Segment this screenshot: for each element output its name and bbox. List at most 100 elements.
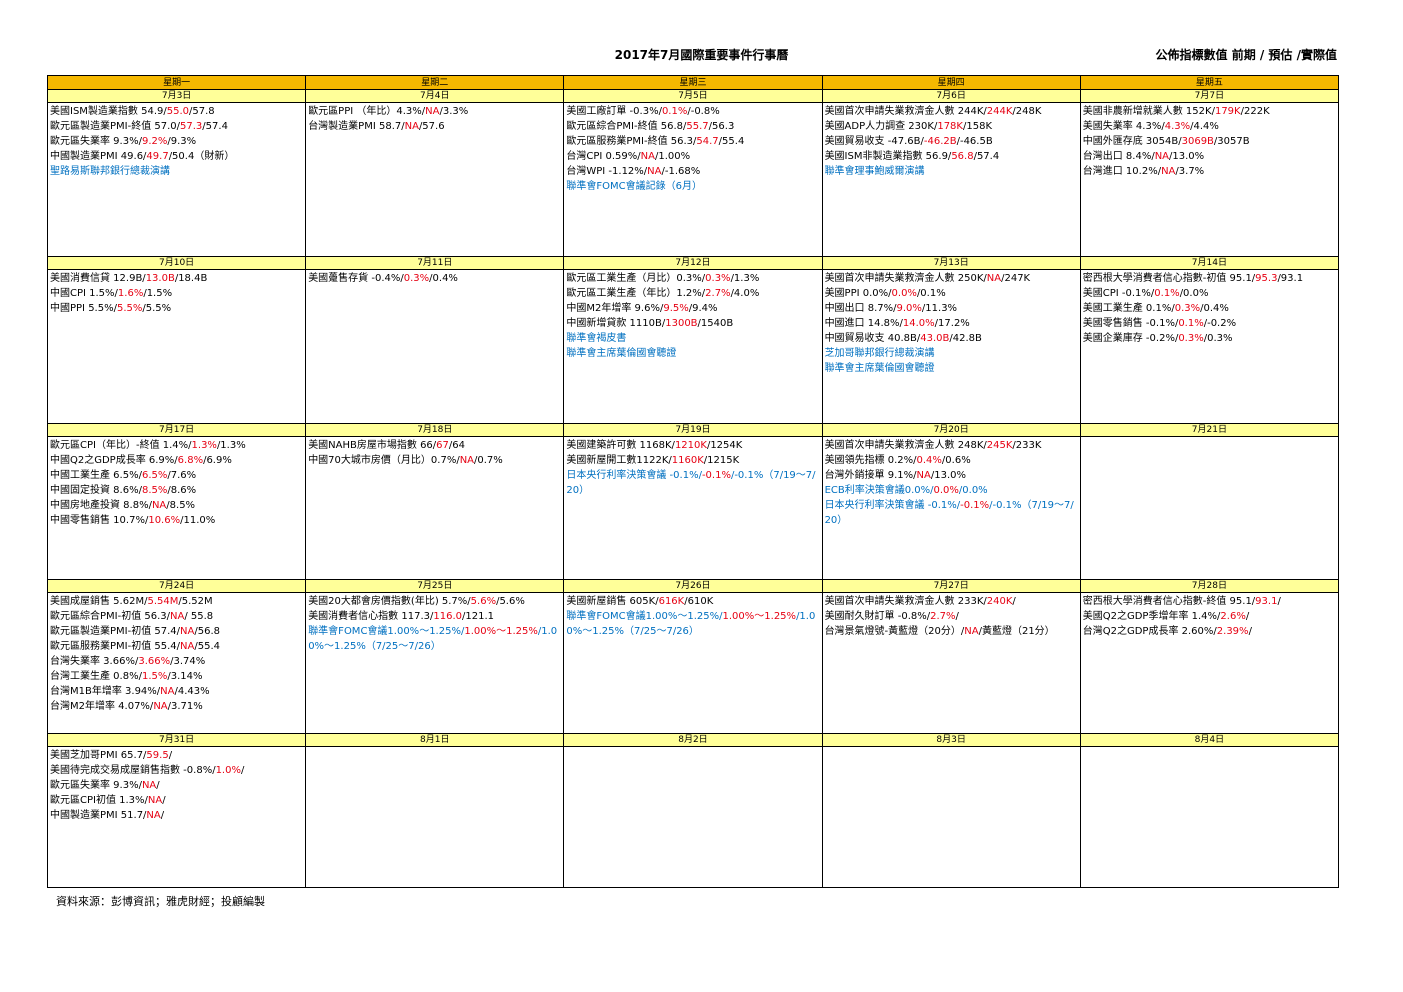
indicator-text: /93.1	[1277, 273, 1304, 284]
indicator-text: 台灣進口 10.2%/	[1082, 166, 1162, 177]
event-line: 美國貿易收支 -47.6B/-46.2B/-46.5B	[825, 134, 1078, 149]
indicator-text: /	[1012, 596, 1016, 607]
forecast-value: 1.0%	[215, 765, 241, 776]
forecast-value: 67	[436, 440, 449, 451]
event-line: 聖路易斯聯邦銀行總裁演講	[50, 164, 303, 179]
event-line: 台灣CPI 0.59%/NA/1.00%	[566, 149, 819, 164]
event-line: 中國進口 14.8%/14.0%/17.2%	[825, 316, 1078, 331]
forecast-value: 616K	[658, 596, 685, 607]
indicator-text: /9.4%	[688, 303, 718, 314]
indicator-text: 美國ISM非製造業指數 56.9/	[824, 151, 952, 162]
indicator-text: /13.0%	[930, 470, 966, 481]
indicator-text: 台灣出口 8.4%/	[1082, 151, 1155, 162]
event-line: 台灣進口 10.2%/NA/3.7%	[1083, 164, 1336, 179]
forecast-value: 4.3%	[1164, 121, 1191, 132]
indicator-text: 美國ISM製造業指數 54.9/	[50, 106, 167, 117]
indicator-text: 中國工業生產 6.5%/	[50, 470, 142, 481]
indicator-text: 美國首次申請失業救濟金人數 233K/	[824, 596, 987, 607]
forecast-value: 245K	[986, 440, 1013, 451]
event-line: 聯準會主席葉倫國會聽證	[825, 361, 1078, 376]
forecast-value: 2.39%	[1216, 626, 1249, 637]
forecast-value: 5.6%	[470, 596, 497, 607]
forecast-value: 57.3	[180, 121, 203, 132]
indicator-text: 美國成屋銷售 5.62M/	[50, 596, 148, 607]
indicator-text: 中國外匯存底 3054B/	[1082, 136, 1182, 147]
event-line: 密西根大學消費者信心指數-初值 95.1/95.3/93.1	[1083, 271, 1336, 286]
forecast-value: 0.3%	[1174, 303, 1201, 314]
indicator-text: 歐元區失業率 9.3%/	[50, 136, 142, 147]
indicator-text: /57.6	[418, 121, 445, 132]
forecast-value: 6.8%	[177, 455, 204, 466]
event-text: 聯準會FOMC會議記錄（6月）	[566, 181, 702, 192]
indicator-text: /0.4%	[429, 273, 458, 284]
forecast-value: NA	[647, 166, 662, 177]
indicator-text: 美國企業庫存 -0.2%/	[1082, 333, 1179, 344]
event-line: 美國工業生產 0.1%/0.3%/0.4%	[1083, 301, 1336, 316]
indicator-text: /4.43%	[174, 686, 210, 697]
indicator-text: 中國PPI 5.5%/	[50, 303, 117, 314]
event-line: 美國領先指標 0.2%/0.4%/0.6%	[825, 453, 1078, 468]
event-line: 密西根大學消費者信心指數-終值 95.1/93.1/	[1083, 594, 1336, 609]
indicator-text: 中國房地產投資 8.8%/	[50, 500, 152, 511]
date-cell: 7月20日	[821, 423, 1081, 437]
forecast-value: NA	[180, 626, 195, 637]
event-line: 歐元區綜合PMI-初值 56.3/NA/ 55.8	[50, 609, 303, 624]
date-cell: 8月4日	[1079, 733, 1340, 747]
event-line: 歐元區失業率 9.3%/NA/	[50, 778, 303, 793]
event-line: 日本央行利率決策會議 -0.1%/-0.1%/-0.1%（7/19～7/20）	[566, 468, 819, 498]
event-line: 美國首次申請失業救濟金人數 250K/NA/247K	[825, 271, 1078, 286]
indicator-text: /56.8	[194, 626, 220, 637]
indicator-text: 歐元區CPI初值 1.3%/	[50, 795, 148, 806]
forecast-value: 43.0B	[920, 333, 950, 344]
forecast-value: 0.3%	[1178, 333, 1204, 344]
day-events-cell: 美國首次申請失業救濟金人數 233K/240K/美國耐久財訂單 -0.8%/2.…	[821, 592, 1081, 734]
event-text: /0.0%	[958, 485, 988, 496]
event-line: 台灣景氣燈號-黃藍燈（20分）/NA/黃藍燈（21分）	[825, 624, 1078, 639]
date-cell: 7月18日	[305, 423, 565, 437]
event-line: 台灣Q2之GDP成長率 2.60%/2.39%/	[1083, 624, 1336, 639]
indicator-text: /1.5%	[143, 288, 173, 299]
indicator-text: 台灣CPI 0.59%/	[566, 151, 641, 162]
indicator-text: 歐元區製造業PMI-初值 57.4/	[50, 626, 181, 637]
indicator-text: /247K	[1001, 273, 1031, 284]
indicator-text: 中國製造業PMI 49.6/	[50, 151, 147, 162]
indicator-text: /11.3%	[921, 303, 958, 314]
event-text: 聯準會FOMC會議1.00%～1.25%/	[566, 611, 723, 622]
indicator-text: /	[162, 795, 166, 806]
indicator-text: 中國M2年增率 9.6%/	[566, 303, 664, 314]
event-line: 美國ISM製造業指數 54.9/55.0/57.8	[50, 104, 303, 119]
indicator-text: /1.3%	[216, 440, 246, 451]
forecast-value: 1.3%	[191, 440, 217, 451]
event-text: 聖路易斯聯邦銀行總裁演講	[50, 166, 170, 177]
indicator-text: /4.4%	[1190, 121, 1219, 132]
event-line: 中國工業生產 6.5%/6.5%/7.6%	[50, 468, 303, 483]
indicator-text: /0.6%	[941, 455, 971, 466]
event-text: 聯準會主席葉倫國會聽證	[824, 363, 935, 374]
indicator-text: 歐元區工業生產（月比）0.3%/	[566, 273, 706, 284]
day-events-cell: 美國工廠訂單 -0.3%/0.1%/-0.8%歐元區綜合PMI-終值 56.8/…	[563, 102, 823, 257]
forecast-value: 0.4%	[916, 455, 942, 466]
event-line: 中國Q2之GDP成長率 6.9%/6.8%/6.9%	[50, 453, 303, 468]
indicator-text: 美國新屋銷售 605K/	[566, 596, 659, 607]
event-line: 歐元區工業生產（年比）1.2%/2.7%/4.0%	[566, 286, 819, 301]
weekday-header: 星期五	[1079, 75, 1340, 90]
event-line: 中國製造業PMI 51.7/NA/	[50, 808, 303, 823]
indicator-text: 台灣景氣燈號-黃藍燈（20分）/	[824, 626, 965, 637]
indicator-text: 密西根大學消費者信心指數-終值 95.1/	[1082, 596, 1256, 607]
indicator-text: /7.6%	[167, 470, 197, 481]
forecast-value: 0.3%	[403, 273, 430, 284]
indicator-text: /	[156, 780, 160, 791]
indicator-text: /-46.5B	[956, 136, 993, 147]
event-line: 聯準會FOMC會議1.00%～1.25%/1.00%～1.25%/1.00%～1…	[566, 609, 819, 639]
indicator-text: 中國出口 8.7%/	[824, 303, 897, 314]
event-line: 中國M2年增率 9.6%/9.5%/9.4%	[566, 301, 819, 316]
indicator-text: /3.3%	[439, 106, 469, 117]
event-text: 芝加哥聯邦銀行總裁演講	[824, 348, 935, 359]
indicator-text: /	[240, 765, 245, 776]
date-cell: 7月19日	[563, 423, 823, 437]
forecast-value: 179K	[1214, 106, 1241, 117]
